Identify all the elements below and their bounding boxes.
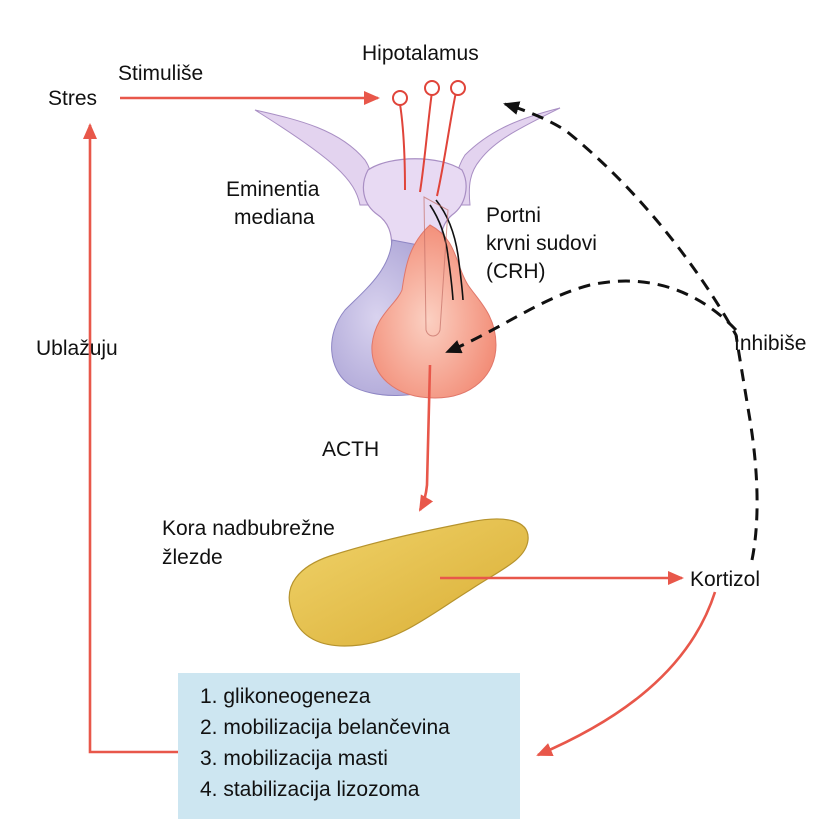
kortizol-to-effects-arrow	[538, 592, 715, 755]
label-portni-line1: Portni	[486, 204, 541, 227]
label-stres: Stres	[48, 87, 97, 110]
label-ublazuju: Ublažuju	[36, 337, 118, 360]
eminentia-mediana-shape	[363, 159, 466, 258]
effect-item-1: 1. glikoneogeneza	[200, 685, 371, 708]
label-eminentia-line1: Eminentia	[226, 178, 320, 201]
label-portni-line3: (CRH)	[486, 260, 545, 283]
label-kortizol: Kortizol	[690, 568, 760, 591]
label-kora-line1: Kora nadbubrežne	[162, 517, 335, 540]
ublazuju-arrow	[90, 125, 178, 752]
label-inhibise: Inhibiše	[734, 332, 806, 355]
effect-item-4: 4. stabilizacija lizozoma	[200, 778, 420, 801]
label-acth: ACTH	[322, 438, 379, 461]
effect-item-3: 3. mobilizacija masti	[200, 747, 388, 770]
effect-item-2: 2. mobilizacija belančevina	[200, 716, 450, 739]
label-stimulise: Stimuliše	[118, 62, 203, 85]
label-hipotalamus: Hipotalamus	[362, 42, 479, 65]
label-portni-line2: krvni sudovi	[486, 232, 597, 255]
label-eminentia-line2: mediana	[234, 206, 315, 229]
label-kora-line2: žlezde	[162, 546, 223, 569]
effects-box: 1. glikoneogeneza 2. mobilizacija belanč…	[178, 673, 520, 819]
inhibit-dashed-main	[505, 104, 757, 560]
